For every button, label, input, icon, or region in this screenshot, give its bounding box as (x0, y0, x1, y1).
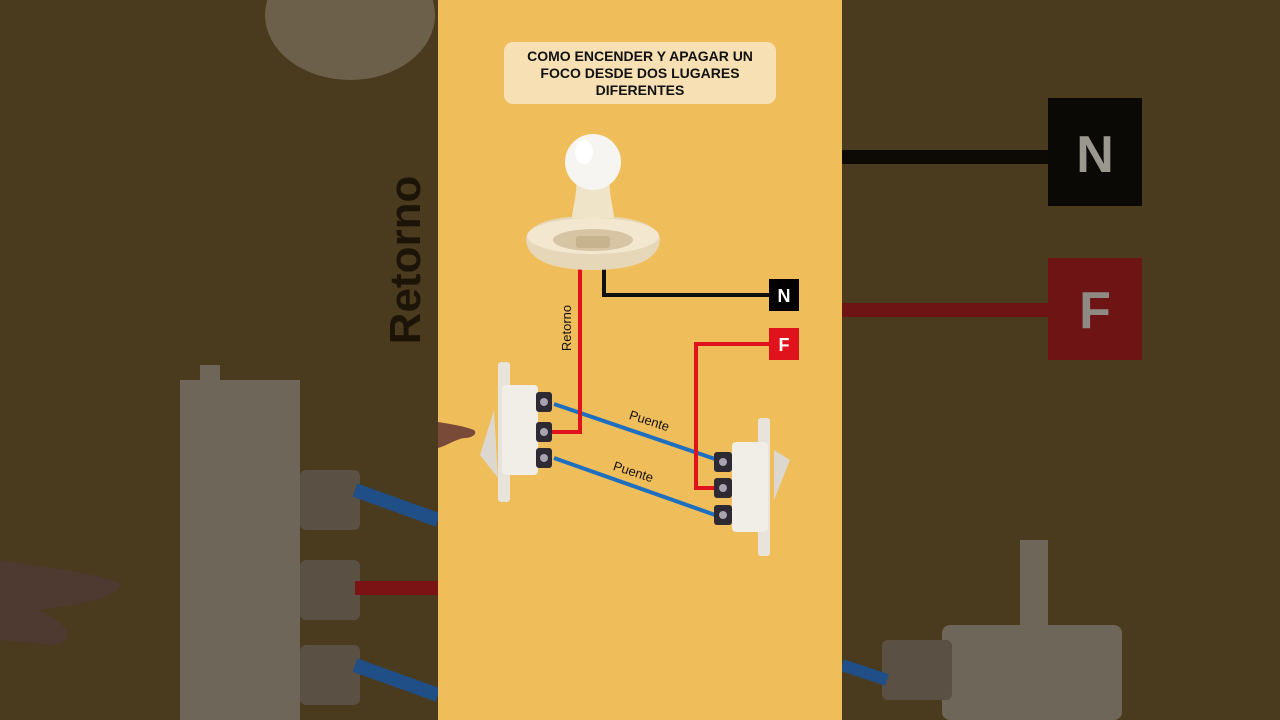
title-box: COMO ENCENDER Y APAGAR UN FOCO DESDE DOS… (504, 42, 776, 104)
background-left-art: Retorno (0, 0, 438, 720)
phase-wire (694, 342, 770, 490)
bg-phase-label: F (1079, 282, 1111, 340)
neutral-terminal-box (769, 279, 799, 311)
diagram-panel: COMO ENCENDER Y APAGAR UN FOCO DESDE DOS… (438, 0, 842, 720)
pointing-hand (438, 422, 476, 448)
light-bulb (565, 134, 621, 218)
switch-left (480, 362, 552, 502)
background-right-art: N F (842, 98, 1142, 720)
bg-neutral-label: N (1076, 126, 1114, 184)
lamp-socket (526, 216, 660, 270)
background-left-zoom: Retorno (0, 0, 438, 720)
bridge-wire-bottom (553, 456, 719, 518)
phase-terminal-box (769, 328, 799, 360)
neutral-label: N (778, 286, 791, 306)
background-right-zoom: N F (842, 0, 1280, 720)
return-wire-label: Retorno (559, 305, 574, 351)
switch-right (714, 418, 790, 556)
page-title: COMO ENCENDER Y APAGAR UN FOCO DESDE DOS… (527, 47, 753, 98)
return-wire (550, 255, 582, 434)
bg-retorno-label: Retorno (381, 176, 430, 345)
phase-label: F (779, 335, 790, 355)
wiring-diagram: N F Retorno Puente Puente (438, 134, 799, 556)
